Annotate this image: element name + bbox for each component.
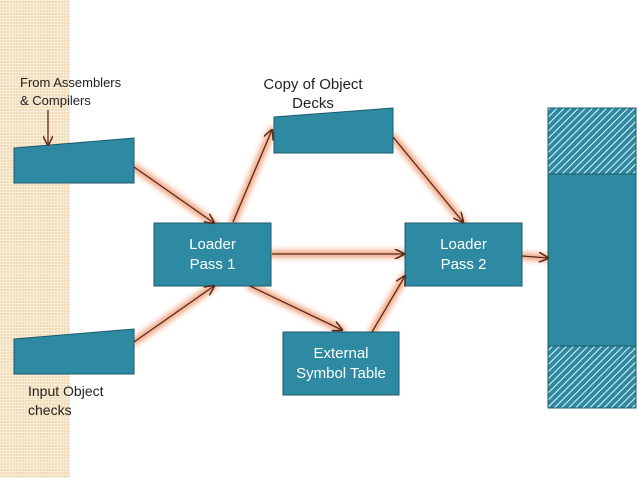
copy-deck-card [273,107,394,154]
input-label: Input Object checks [28,383,104,418]
memory-column [547,107,637,409]
loader-pass2-box [404,222,523,287]
loader-pass2-label: Loader Pass 2 [440,235,487,273]
symbol-table-box [282,331,400,396]
memory-loaded-region [547,173,637,347]
source-label: From Assemblers & Compilers [20,75,122,108]
memory-hatched-bottom [547,345,637,409]
loader-pass1-label: Loader Pass 1 [189,235,236,273]
arrow-pass1-to-copy [232,130,272,223]
arrow-group [48,110,548,343]
input-deck-top [13,137,135,184]
symbol-table-label: External Symbol Table [296,344,386,382]
side-decor-strip [0,0,70,478]
arrow-symtab-to-pass2 [371,276,405,333]
arrow-input-bottom-to-pass1 [133,286,214,343]
arrow-input-top-to-pass1 [133,166,214,223]
memory-hatched-top [547,107,637,175]
arrow-pass2-to-memory [521,256,548,258]
arrow-pass1-to-symtab [249,285,342,330]
copy-label: Copy of Object Decks [263,76,363,112]
arrow-copy-to-pass2 [392,136,463,222]
input-deck-bottom [13,328,135,375]
